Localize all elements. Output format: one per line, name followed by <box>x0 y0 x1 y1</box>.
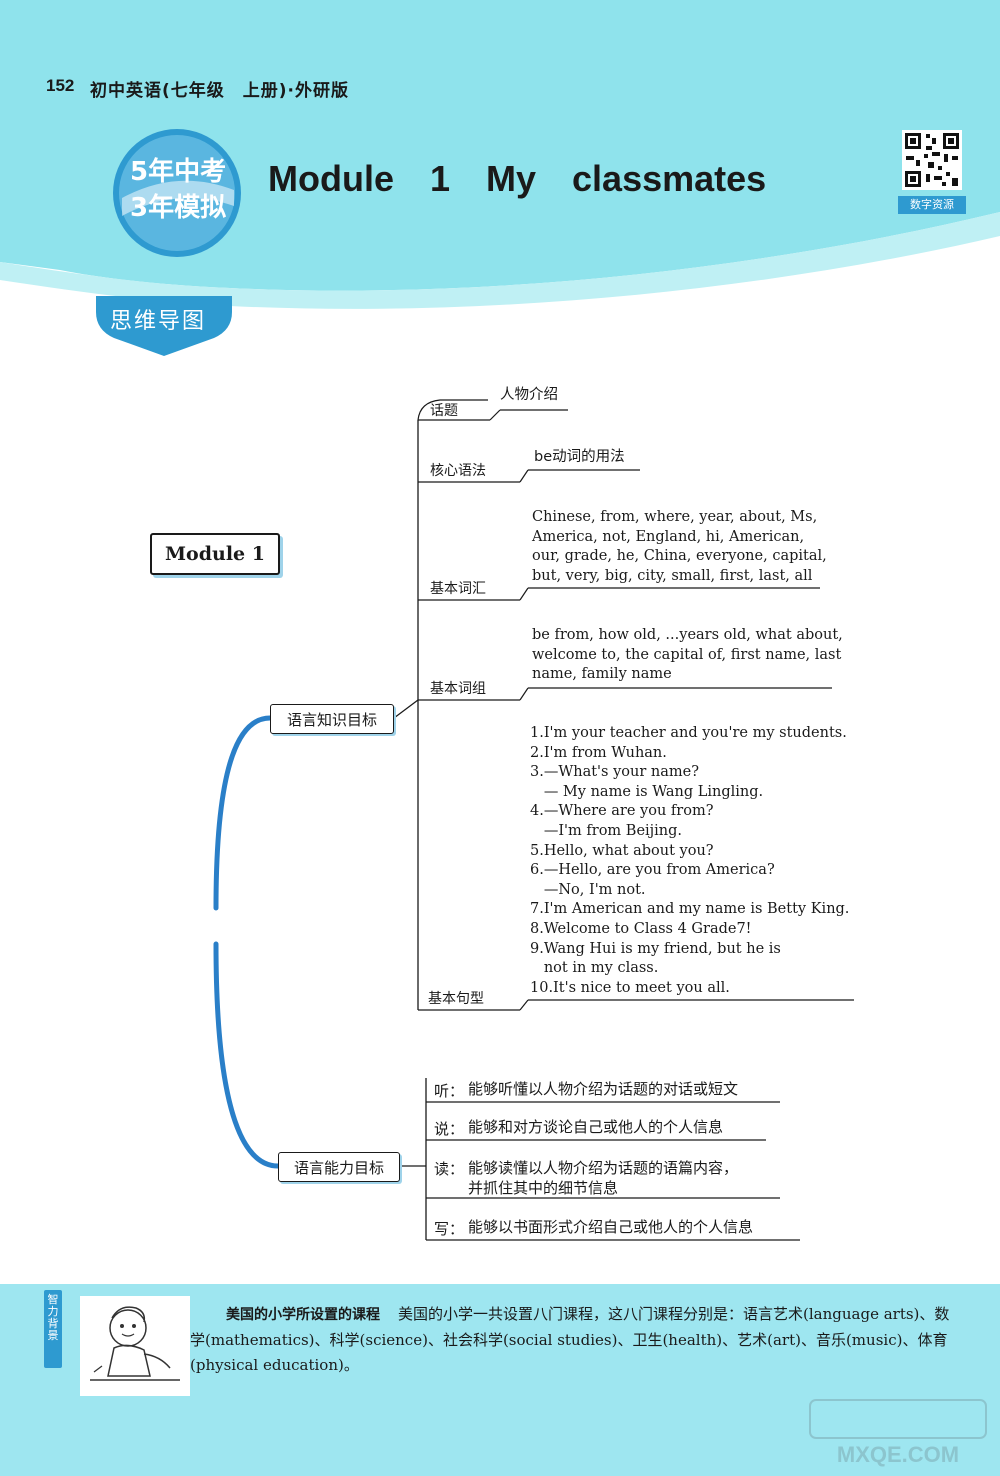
sentences-content: 1.I'm your teacher and you're my student… <box>530 725 850 996</box>
section-tag: 思维导图 <box>110 309 207 334</box>
svg-text:5年中考: 5年中考 <box>130 156 226 187</box>
reading-label: 读： <box>434 1160 465 1178</box>
svg-text:MXQE.COM: MXQE.COM <box>837 1442 959 1467</box>
logo-5-3-icon: 5年中考 3年模拟 <box>113 129 241 257</box>
page-number: 152 <box>46 76 75 95</box>
module-title: Module 1 My classmates <box>268 158 767 199</box>
vocabulary-content: Chinese, from, where, year, about, Ms, A… <box>532 509 827 584</box>
phrases-content: be from, how old, ...years old, what abo… <box>532 627 843 683</box>
listening-label: 听： <box>434 1082 465 1100</box>
branch-language-knowledge: 语言知识目标 <box>270 704 394 734</box>
side-tag: 智力背景 <box>44 1290 62 1368</box>
listening-content: 能够听懂以人物介绍为话题的对话或短文 <box>468 1080 739 1098</box>
background-info: 美国的小学所设置的课程美国的小学一共设置八门课程，这八门课程分别是：语言艺术(l… <box>190 1302 960 1378</box>
info-title: 美国的小学所设置的课程 <box>226 1307 380 1323</box>
watermark-logo-icon: MXQE.COM <box>809 1399 987 1467</box>
info-text: 美国的小学一共设置八门课程，这八门课程分别是：语言艺术(language art… <box>190 1305 950 1374</box>
speaking-label: 说： <box>434 1120 465 1138</box>
header-band <box>0 0 1000 356</box>
vocabulary-label: 基本词汇 <box>430 581 486 597</box>
branch-language-ability: 语言能力目标 <box>278 1152 400 1182</box>
child-sketch-icon <box>80 1296 190 1396</box>
svg-text:3年模拟: 3年模拟 <box>130 192 226 223</box>
topic-label: 话题 <box>430 403 458 419</box>
book-title: 初中英语(七年级 上册)·外研版 <box>90 81 349 101</box>
qr-code-icon[interactable] <box>902 130 962 190</box>
writing-content: 能够以书面形式介绍自己或他人的个人信息 <box>468 1218 754 1236</box>
phrases-label: 基本词组 <box>430 681 486 697</box>
mindmap-root: Module 1 <box>150 533 280 575</box>
reading-content: 能够读懂以人物介绍为话题的语篇内容， 并抓住其中的细节信息 <box>468 1159 739 1197</box>
grammar-content: be动词的用法 <box>534 449 625 465</box>
qr-caption: 数字资源 <box>898 196 966 214</box>
grammar-label: 核心语法 <box>430 463 486 479</box>
writing-label: 写： <box>434 1220 465 1238</box>
speaking-content: 能够和对方谈论自己或他人的个人信息 <box>468 1118 724 1136</box>
sentences-label: 基本句型 <box>428 991 484 1007</box>
topic-content: 人物介绍 <box>500 387 558 403</box>
